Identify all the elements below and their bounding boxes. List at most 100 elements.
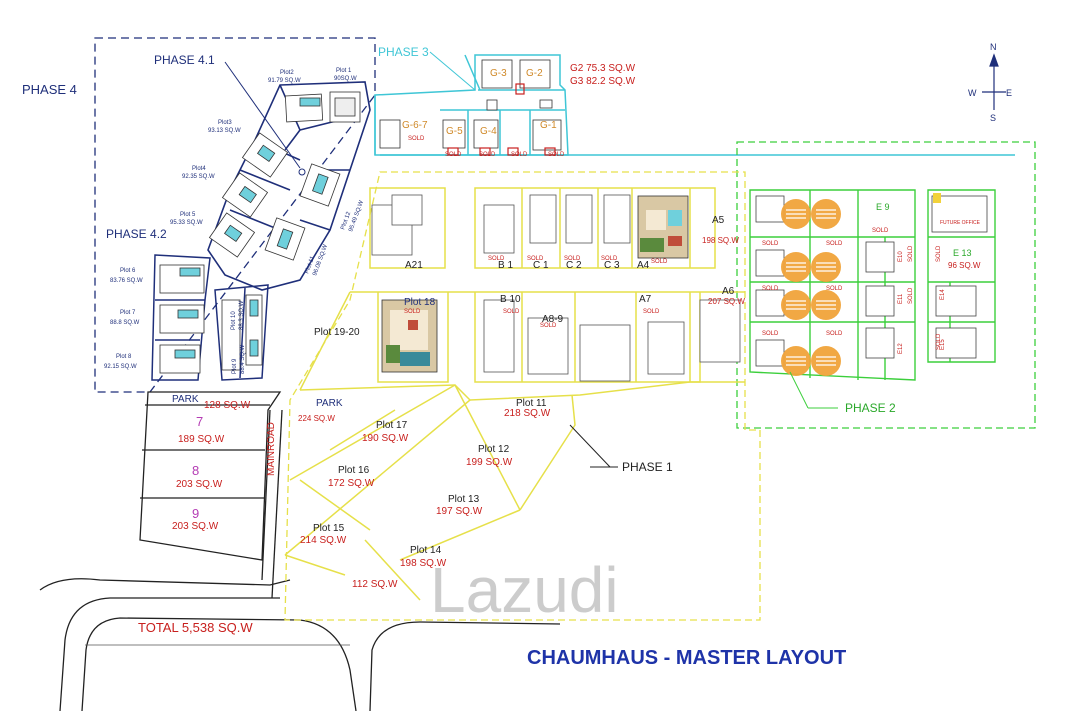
plot-9-size: 88.4 SQ.W: [240, 344, 246, 374]
e10-label: E10: [898, 251, 904, 262]
sold-c1: SOLD: [527, 256, 544, 262]
b10-label: B 10: [500, 294, 521, 305]
plot-18-label: Plot 18: [404, 297, 436, 308]
e14-label: E14: [940, 289, 946, 300]
g2-size: G2 75.3 SQ.W: [570, 63, 636, 74]
master-layout-title: CHAUMHAUS - MASTER LAYOUT: [527, 647, 846, 669]
phase-1-sold-labels: SOLD SOLD SOLD SOLD SOLD SOLD SOLD SOLD …: [404, 256, 668, 329]
sold-g5: SOLD: [445, 152, 462, 158]
plot-6-label: Plot 6: [120, 268, 136, 274]
e15-label: E15: [940, 339, 946, 350]
plot-13-label: Plot 13: [448, 494, 480, 505]
compass-s: S: [990, 113, 996, 123]
park-p1-label: PARK: [316, 398, 343, 409]
plot-17-label: Plot 17: [376, 420, 408, 431]
c3-label: C 3: [604, 260, 620, 271]
plot-4-size: 92.35 SQ.W: [182, 174, 215, 180]
phase-2-buildings: [755, 193, 988, 367]
phase-4-1-label: PHASE 4.1: [154, 53, 215, 67]
plot-14-size: 198 SQ.W: [400, 558, 447, 569]
sold-e-4: SOLD: [826, 286, 843, 292]
sold-e10: SOLD: [908, 245, 914, 262]
plot-8-size: 92.15 SQ.W: [104, 364, 137, 370]
orange-marker-lines: [786, 209, 836, 366]
sold-e13: SOLD: [936, 245, 942, 262]
sold-b1: SOLD: [488, 256, 505, 262]
plot-10-label: Plot 10: [231, 311, 237, 330]
plot-16-label: Plot 16: [338, 465, 370, 476]
plot-1-label: Plot 1: [336, 68, 352, 74]
left-plots: [139, 391, 282, 561]
plot-10-size: 88.3 SQ.W: [239, 300, 245, 330]
sold-e11: SOLD: [908, 287, 914, 304]
compass-e: E: [1006, 88, 1012, 98]
mainroad-label: MAINROAD: [266, 422, 277, 476]
phase-4-2-outline: [151, 254, 269, 381]
plot-2-size: 91.79 SQ.W: [268, 78, 301, 84]
phase-1-buildings: [371, 194, 741, 382]
a8-9-label: A8-9: [542, 314, 564, 325]
sold-g1: SOLD: [548, 152, 565, 158]
a6-size: 207 SQ.W: [708, 297, 745, 306]
plot-8-label: Plot 8: [116, 354, 132, 360]
park-p1-size: 224 SQ.W: [298, 414, 335, 423]
sold-e-5: SOLD: [762, 331, 779, 337]
park-left-size: 128 SQ.W: [204, 400, 251, 411]
plot-8-number: 8: [192, 463, 199, 478]
extra-plot-size: 112 SQ.W: [352, 579, 398, 590]
unit-g4: G-4: [480, 126, 497, 137]
phase-1-labels: A21 B 1 C 1 C 2 C 3 A4 A5 198 SQ.W A6 20…: [298, 215, 745, 590]
c2-label: C 2: [566, 260, 582, 271]
plot-15-size: 214 SQ.W: [300, 535, 347, 546]
e13-size: 96 SQ.W: [948, 261, 981, 270]
a5-size: 198 SQ.W: [702, 236, 739, 245]
plot-9-number: 9: [192, 506, 199, 521]
sold-g4: SOLD: [479, 152, 496, 158]
phase-2-plot-lines: [749, 189, 996, 381]
plot-13-size: 197 SQ.W: [436, 506, 483, 517]
watermark: Lazudi: [430, 554, 619, 626]
phase-3-label: PHASE 3: [378, 45, 429, 59]
compass-n: N: [990, 42, 997, 52]
phase-1-plot-lines: [284, 187, 745, 601]
phase-4-1-leader: [224, 61, 301, 169]
plot-9-area: 203 SQ.W: [172, 521, 219, 532]
plot-7-number: 7: [196, 414, 203, 429]
plot-15-label: Plot 15: [313, 523, 345, 534]
a21-label: A21: [405, 260, 423, 271]
sold-a8-9: SOLD: [540, 323, 557, 329]
sold-g-mid: SOLD: [511, 152, 528, 158]
e11-label: E11: [898, 293, 904, 304]
plot-18-render: [381, 299, 438, 373]
unit-g2: G-2: [526, 68, 543, 79]
plot-6-size: 83.76 SQ.W: [110, 278, 143, 284]
plot-7-area: 189 SQ.W: [178, 434, 225, 445]
e13-label: E 13: [953, 248, 972, 258]
phase-1-label: PHASE 1: [622, 460, 673, 474]
phase-2-boundary: [736, 141, 1036, 429]
phase-1-boundary: [284, 171, 761, 621]
plot-3-size: 93.13 SQ.W: [208, 128, 241, 134]
sold-plot-18: SOLD: [404, 309, 421, 315]
phase-3-buildings: [379, 59, 562, 151]
sold-g67: SOLD: [408, 136, 425, 142]
sold-e-1: SOLD: [762, 241, 779, 247]
plot-11-p1-label: Plot 11: [516, 398, 547, 409]
plot-16-size: 172 SQ.W: [328, 478, 375, 489]
a5-label: A5: [712, 215, 725, 226]
plot-2-label: Plot2: [280, 70, 294, 76]
unit-g5: G-5: [446, 126, 463, 137]
plot-1-size: 90SQ.W: [334, 76, 357, 82]
a4-render: [637, 195, 689, 259]
a6-label: A6: [722, 286, 735, 297]
phase-4-boundary: [94, 37, 376, 393]
sold-e15: SOLD: [936, 333, 942, 350]
plot-3-label: Plot3: [218, 120, 232, 126]
plot-4-label: Plot4: [192, 166, 206, 172]
phase-2-sold-labels: SOLD SOLD SOLD SOLD SOLD SOLD SOLD: [762, 228, 889, 337]
sold-c2: SOLD: [564, 256, 581, 262]
phase-2-leader: [789, 371, 809, 409]
